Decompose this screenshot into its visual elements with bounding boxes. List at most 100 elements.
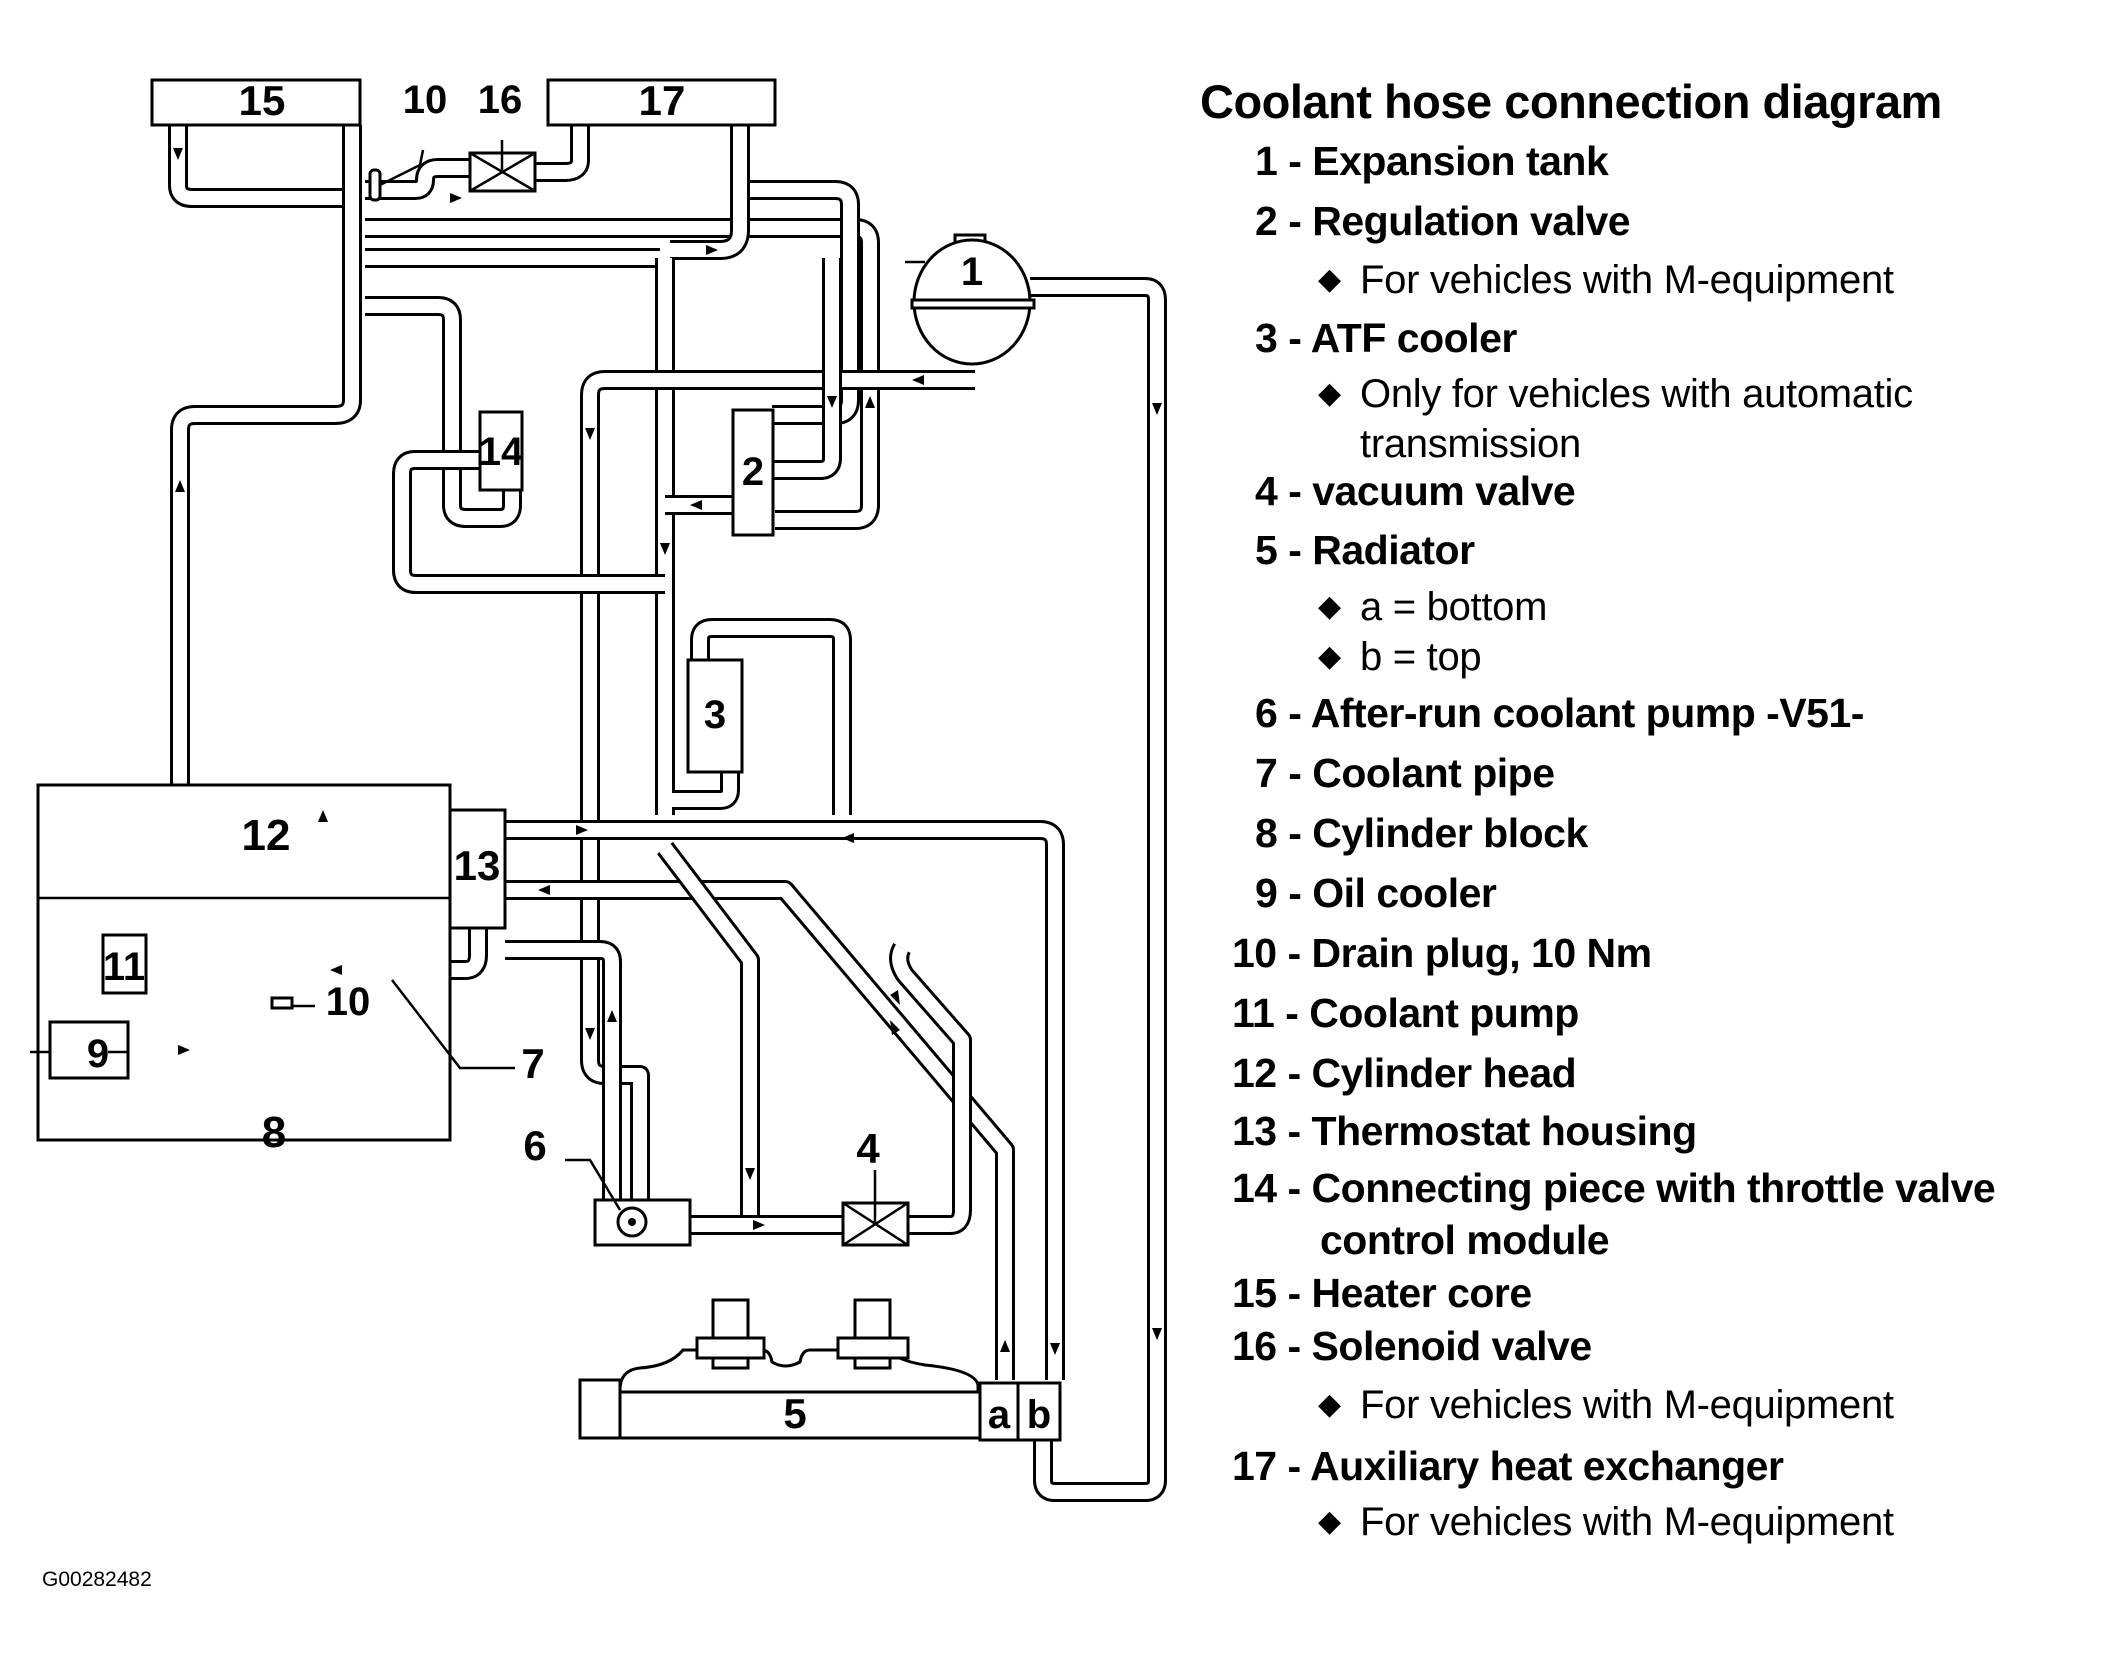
flow-arrow-icon	[890, 1020, 900, 1035]
legend-item-3: 3 - ATF cooler	[1255, 315, 1517, 362]
drain-plug-10-bottom	[270, 996, 315, 1010]
hose-aux-exchanger-outlet	[670, 125, 750, 260]
after-run-pump-6	[565, 1158, 692, 1247]
regulation-valve-2	[731, 408, 775, 537]
legend-item-4: 4 - vacuum valve	[1255, 468, 1576, 515]
legend-item-number: 13	[1232, 1108, 1277, 1154]
legend-item-number: 6	[1255, 690, 1278, 736]
coolant-pump-11	[101, 933, 148, 995]
legend-note-text: For vehicles with M-equipment	[1360, 258, 1894, 302]
legend-item-12: 12 - Cylinder head	[1232, 1050, 1577, 1097]
callout-17: 17	[639, 77, 686, 124]
legend-item-label: Heater core	[1311, 1270, 1533, 1316]
flow-arrow-icon	[450, 193, 462, 203]
legend-note-text: For vehicles with M-equipment	[1360, 1383, 1894, 1427]
legend-item-label: Expansion tank	[1312, 138, 1609, 184]
flow-arrow-icon	[827, 396, 837, 408]
flow-arrow-icon	[912, 375, 924, 385]
flow-arrow-icon	[585, 1028, 595, 1040]
expansion-tank-1	[905, 233, 1036, 366]
legend-item-separator: -	[1277, 527, 1313, 573]
legend-item-10: 10 - Drain plug, 10 Nm	[1232, 930, 1652, 977]
legend-item-separator: -	[1277, 690, 1311, 736]
legend-item-label: Solenoid valve	[1311, 1323, 1593, 1369]
legend-item-16: 16 - Solenoid valve	[1232, 1323, 1592, 1370]
aux-heat-exchanger-17	[546, 78, 777, 127]
flow-arrow-icon	[660, 543, 670, 555]
flow-arrow-icon	[318, 810, 328, 822]
flow-arrows	[173, 148, 1162, 1355]
legend-item-6: 6 - After-run coolant pump -V51-	[1255, 690, 1864, 737]
legend-item-separator: -	[1276, 1165, 1312, 1211]
legend-item-separator: -	[1277, 315, 1311, 361]
hose-aux-exchanger-inlet	[548, 125, 590, 182]
legend-item-7: 7 - Coolant pipe	[1255, 750, 1555, 797]
legend-item-separator: -	[1277, 468, 1313, 514]
drain-plug-10-top	[368, 149, 425, 202]
legend-item-separator: -	[1276, 1270, 1312, 1316]
callout-12: 12	[242, 811, 291, 860]
legend-item-label: Radiator	[1312, 527, 1475, 573]
legend-item-number: 11	[1232, 990, 1275, 1036]
vacuum-valve-4	[841, 1170, 910, 1247]
legend-item-label: Auxiliary heat exchanger	[1310, 1443, 1784, 1489]
legend-item-label: vacuum valve	[1312, 468, 1576, 514]
flow-arrow-icon	[1152, 403, 1162, 415]
flow-arrow-icon	[1152, 1328, 1162, 1340]
legend-item-number: 1	[1255, 138, 1278, 184]
connecting-piece-14	[478, 410, 524, 492]
hose-heater-core-return	[168, 125, 360, 208]
hose-throttle-connector-loop	[365, 296, 665, 594]
flow-arrow-icon	[175, 480, 185, 492]
diamond-bullet-icon: ◆	[1318, 640, 1341, 673]
callout-10-bottom: 10	[326, 980, 371, 1024]
legend-item-label: Cylinder head	[1311, 1050, 1577, 1096]
hose-expansion-tank-feed	[580, 370, 975, 1240]
legend-item-11: 11 - Coolant pump	[1232, 990, 1579, 1037]
hose-heater-core-supply	[170, 125, 362, 872]
components	[30, 78, 1062, 1442]
atf-cooler-3	[686, 658, 744, 774]
flow-arrow-icon	[178, 1045, 190, 1055]
legend-note: ◆ For vehicles with M-equipment	[1318, 1500, 1894, 1545]
legend-note: ◆a = bottom	[1318, 585, 1547, 630]
flow-arrow-icon	[173, 148, 183, 160]
callout-3: 3	[704, 693, 726, 737]
legend-item-label: Coolant pump	[1309, 990, 1579, 1036]
callout-13: 13	[454, 842, 501, 889]
flow-arrow-icon	[607, 1010, 617, 1022]
legend-item-9: 9 - Oil cooler	[1255, 870, 1497, 917]
legend-note-text: For vehicles with M-equipment	[1360, 1500, 1894, 1544]
legend-note: ◆b = top	[1318, 635, 1482, 680]
legend-item-label: Regulation valve	[1312, 198, 1631, 244]
diamond-bullet-icon: ◆	[1318, 1505, 1341, 1538]
legend-item-separator: -	[1276, 1050, 1312, 1096]
legend-item-separator: -	[1277, 810, 1313, 856]
hose-network	[128, 125, 1167, 1502]
hose-vacuum-valve-loop	[889, 942, 972, 1235]
legend-item-label-continued: control module	[1320, 1217, 1610, 1263]
legend-item-number: 8	[1255, 810, 1278, 856]
legend-item-number: 10	[1232, 930, 1277, 976]
legend-note: ◆Only for vehicles with automatic	[1318, 372, 1913, 417]
heater-core-15	[150, 78, 362, 127]
hose-thermostat-to-radiator	[505, 820, 1065, 1380]
hose-atf-cooler-loop	[672, 618, 852, 815]
hose-expansion-tank-return	[1030, 277, 1167, 1502]
callout-port-b: b	[1027, 1393, 1051, 1437]
flow-arrow-icon	[690, 500, 702, 510]
legend-item-separator: -	[1277, 750, 1313, 796]
callout-7: 7	[521, 1040, 544, 1087]
thermostat-housing-13	[448, 808, 507, 930]
diamond-bullet-icon: ◆	[1318, 377, 1341, 410]
solenoid-valve-16	[468, 140, 537, 193]
radiator-5	[578, 1298, 1062, 1442]
callout-5: 5	[783, 1390, 806, 1437]
legend-item-number: 4	[1255, 468, 1278, 514]
coolant-hose-diagram: 15 10 16 17 1 2 14 3 12 13 11 10 9 7 8 6…	[30, 77, 1167, 1502]
legend-item-number: 2	[1255, 198, 1278, 244]
legend-note: ◆For vehicles with M-equipment	[1318, 258, 1894, 303]
legend-item-15: 15 - Heater core	[1232, 1270, 1532, 1317]
callout-9: 9	[87, 1032, 109, 1076]
callout-14: 14	[479, 430, 524, 474]
